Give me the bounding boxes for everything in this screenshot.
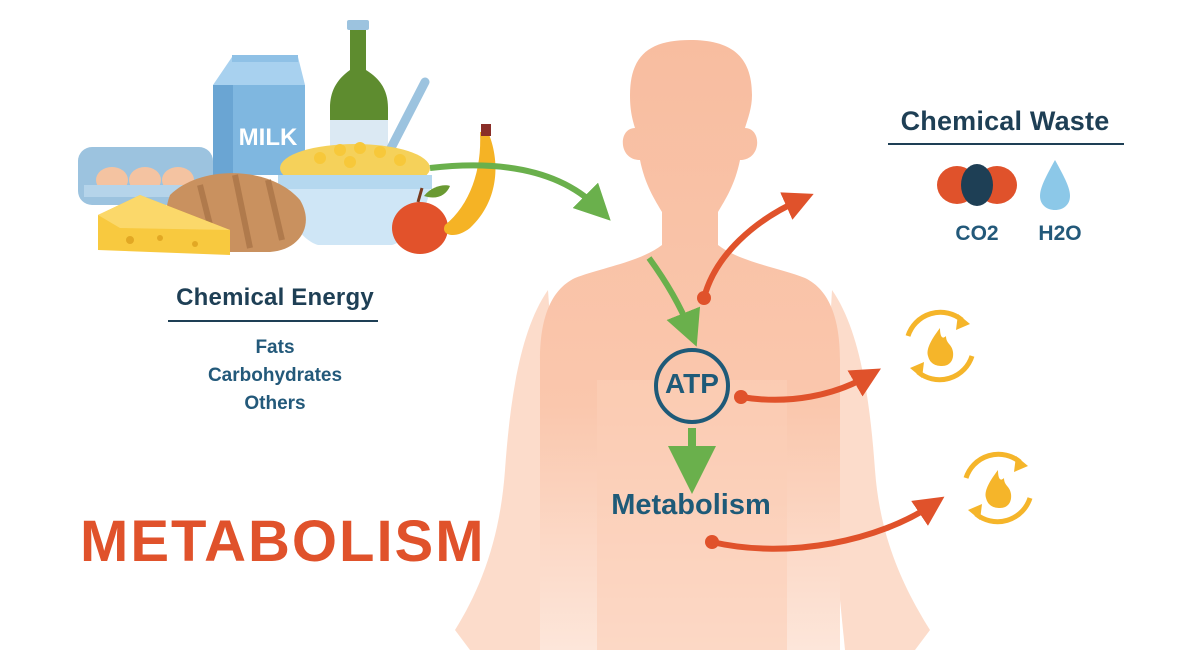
energy-item-others: Others: [244, 393, 306, 414]
arrow-to-atp: [646, 256, 701, 347]
water-drop-icon: [1040, 160, 1070, 210]
energy-item-fats: Fats: [255, 337, 295, 358]
arrow-metabolism-to-energy: [711, 496, 945, 552]
arrow-to-waste: [701, 192, 814, 299]
atp-label: ATP: [665, 368, 719, 399]
co2-label: CO2: [955, 222, 999, 245]
arrow-food-to-body: [429, 162, 611, 221]
page-title: METABOLISM: [80, 509, 486, 574]
chemical-energy-heading: Chemical Energy: [176, 284, 374, 311]
metabolism-label: Metabolism: [611, 489, 771, 521]
co2-molecule-icon: [937, 164, 1017, 206]
milk-label: MILK: [239, 124, 298, 151]
chemical-waste-underline: [888, 143, 1124, 145]
arrow-atp-to-energy: [740, 368, 882, 403]
fire-cycle-icon: [963, 451, 1033, 525]
fire-cycle-icon: [905, 309, 975, 383]
h2o-label: H2O: [1038, 222, 1082, 245]
chemical-energy-underline: [168, 320, 378, 322]
atp-circle: [654, 348, 730, 424]
chemical-waste-heading: Chemical Waste: [900, 106, 1110, 136]
energy-item-carbohydrates: Carbohydrates: [207, 365, 343, 386]
chemical-energy-list: Fats Carbohydrates Others: [155, 334, 395, 418]
